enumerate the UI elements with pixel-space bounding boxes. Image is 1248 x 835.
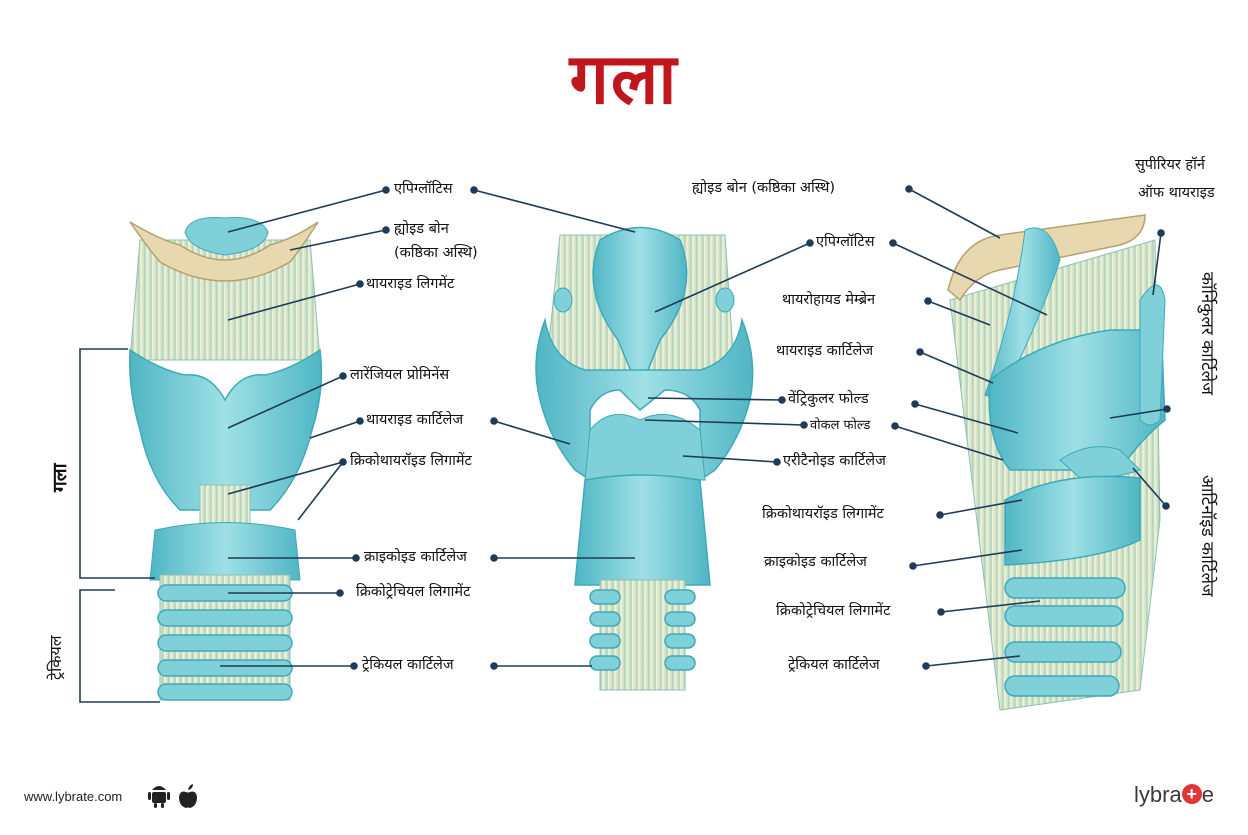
label-cricotracheal-ligament-front: क्रिकोट्रेचियल लिगामेंट bbox=[356, 584, 471, 600]
lateral-view bbox=[947, 214, 1166, 711]
page-title: गला bbox=[569, 38, 679, 120]
label-cricothyroid-ligament-front: क्रिकोथायरॉइड लिगामेंट bbox=[350, 453, 472, 469]
label-superior-horn-1: सुपीरियर हॉर्न bbox=[1135, 157, 1205, 173]
brand-plus-icon: + bbox=[1181, 784, 1202, 804]
label-arytenoid-vertical: आर्टिनॉइड कार्टिलेज bbox=[1197, 475, 1217, 597]
label-thyrohyoid-membrane: थायरोहायड मेम्ब्रेन bbox=[782, 292, 876, 308]
cricoid-post-shape bbox=[574, 474, 711, 586]
hyoid-bone-shape bbox=[129, 221, 319, 282]
footer-url[interactable]: www.lybrate.com bbox=[24, 789, 123, 804]
label-cricothyroid-ligament-side: क्रिकोथायरॉइड लिगामेंट bbox=[762, 506, 884, 522]
front-view bbox=[128, 217, 323, 701]
label-vocal-fold: वोकल फोल्ड bbox=[810, 418, 871, 433]
epiglottis-post-shape bbox=[592, 226, 688, 392]
brand-suffix: e bbox=[1201, 782, 1214, 807]
leader-lines bbox=[220, 185, 1171, 670]
label-cricoid-cartilage-side: क्राइकोइड कार्टिलेज bbox=[764, 554, 867, 570]
arytenoid-post-shape bbox=[584, 413, 706, 481]
brand-logo: lybra+e bbox=[1134, 782, 1214, 808]
apple-icon bbox=[179, 784, 197, 808]
label-cricotracheal-ligament-side: क्रिकोट्रेचियल लिगामेंट bbox=[776, 603, 891, 619]
throat-side-label: गला bbox=[49, 463, 71, 492]
android-icon bbox=[148, 786, 170, 808]
trachea-side-label: ट्रेकियल bbox=[46, 635, 65, 680]
platform-icons bbox=[148, 784, 197, 808]
label-thyroid-cartilage-front: थायराइड कार्टिलेज bbox=[366, 412, 464, 428]
label-corniculate-vertical: कॉर्निकुलर कार्टिलेज bbox=[1197, 272, 1217, 395]
brand-prefix: lybra bbox=[1134, 782, 1182, 807]
thyroid-cartilage-shape bbox=[128, 348, 323, 511]
label-hyoid-bone-front-1: ह्योइड बोन bbox=[394, 221, 449, 237]
label-thyroid-cartilage-side: थायराइड कार्टिलेज bbox=[776, 343, 874, 359]
label-laryngeal-prominence: लारेंजियल प्रोमिनेंस bbox=[350, 367, 450, 383]
label-hyoid-bone-front-2: (कष्ठिका अस्थि) bbox=[394, 245, 478, 261]
cricoid-cartilage-shape bbox=[149, 522, 301, 581]
label-epiglottis-front: एपिग्लॉटिस bbox=[394, 181, 453, 197]
label-cricoid-cartilage-front: क्राइकोइड कार्टिलेज bbox=[364, 549, 467, 565]
side-brackets bbox=[79, 348, 160, 703]
label-arytenoid-cartilage: एरीटैनोइड कार्टिलेज bbox=[783, 453, 886, 469]
label-epiglottis-side: एपिग्लॉटिस bbox=[816, 234, 875, 250]
label-tracheal-cartilage-front: ट्रेकियल कार्टिलेज bbox=[362, 657, 454, 673]
thyroid-side-shape bbox=[988, 297, 1166, 471]
corniculate-side-shape bbox=[1139, 284, 1166, 426]
tracheal-rings bbox=[157, 584, 293, 701]
label-thyroid-ligament: थायराइड लिगमेंट bbox=[366, 276, 455, 292]
cricoid-side-shape bbox=[1004, 475, 1141, 566]
label-hyoid-bone-side: ह्योइड बोन (कष्ठिका अस्थि) bbox=[692, 180, 836, 196]
label-superior-horn-2: ऑफ थायराइड bbox=[1138, 185, 1215, 201]
label-ventricular-fold: वेंट्रिकुलर फोल्ड bbox=[788, 391, 869, 407]
label-tracheal-cartilage-side: ट्रेकियल कार्टिलेज bbox=[788, 657, 880, 673]
